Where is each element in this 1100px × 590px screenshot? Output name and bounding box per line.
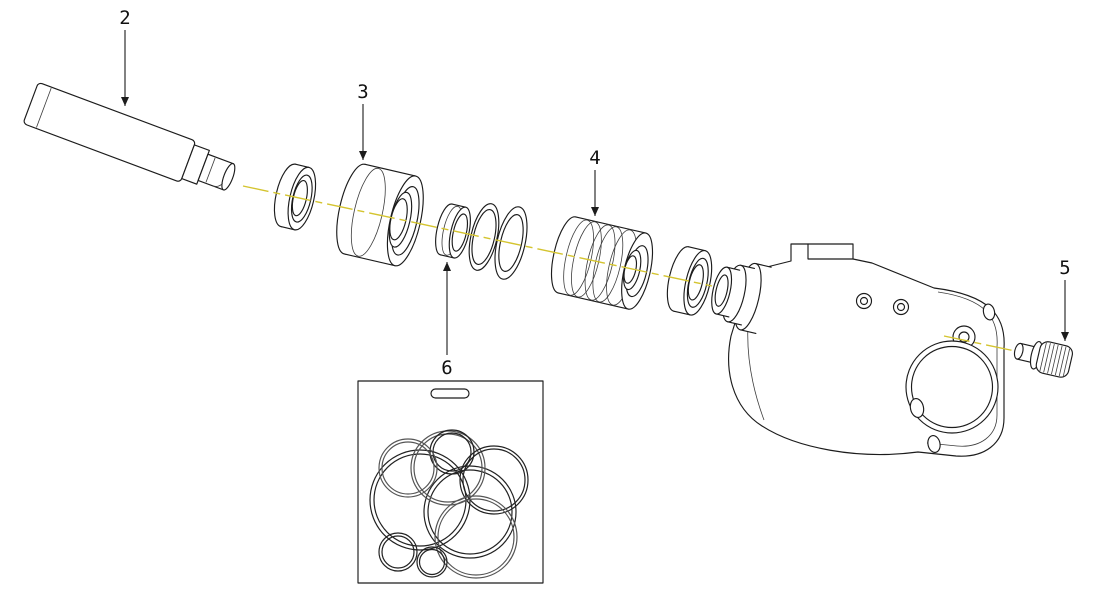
- rod-notch: [213, 182, 224, 187]
- seal-bushing-edge-bottom: [439, 254, 455, 259]
- housing-neck: [711, 262, 772, 334]
- part-label-5[interactable]: 5: [1059, 257, 1070, 279]
- mounting-bore: [905, 340, 999, 434]
- gland-edge-bottom: [343, 253, 396, 267]
- seal-kit-bag: [357, 380, 544, 584]
- piston-rod: [23, 82, 236, 191]
- callout-4: 4: [589, 147, 601, 216]
- rod-chamfer-line: [36, 87, 52, 128]
- housing-block-step: [807, 243, 854, 260]
- piston-edge-top: [575, 216, 647, 234]
- rod-tip-line: [205, 157, 216, 183]
- rod-shaft: [23, 82, 196, 182]
- housing-top-holes: [855, 292, 910, 316]
- bleed-plug: [1013, 341, 1073, 378]
- part-label-6[interactable]: 6: [441, 357, 452, 379]
- callout-5: 5: [1059, 257, 1071, 341]
- piston-seal-edge-bottom: [673, 310, 691, 316]
- plug-head: [1035, 341, 1073, 378]
- callout-2: 2: [119, 7, 131, 106]
- seal-bushing: [435, 203, 471, 259]
- callout-3: 3: [357, 81, 369, 160]
- cylinder-housing: [711, 243, 1005, 457]
- plug-tip-face: [1013, 342, 1024, 360]
- part-label-2[interactable]: 2: [119, 7, 130, 29]
- plug-knurl: [1039, 342, 1071, 377]
- neck-bore: [714, 274, 729, 307]
- part-label-3[interactable]: 3: [357, 81, 368, 103]
- centerline: [242, 185, 713, 287]
- gland-edge-top: [364, 163, 417, 177]
- piston-bore: [623, 255, 638, 284]
- part-label-4[interactable]: 4: [589, 147, 600, 169]
- hang-hole: [430, 388, 470, 399]
- rod-tip-face: [221, 162, 236, 191]
- piston-seal-edge-top: [688, 246, 706, 252]
- piston-seal-ring: [666, 246, 713, 316]
- piston-edge-bottom: [557, 292, 629, 310]
- seal-kit-orings: [369, 429, 529, 579]
- callout-6: 6: [441, 262, 453, 379]
- flange-bolt-holes: [909, 303, 996, 453]
- seal-bushing-edge-top: [451, 203, 467, 208]
